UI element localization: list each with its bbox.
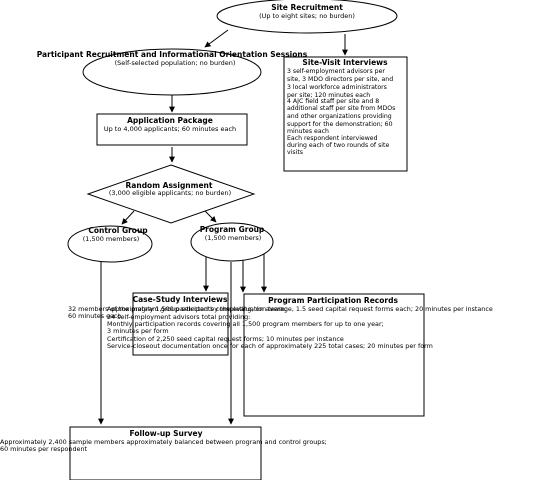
application-title: Application Package	[127, 116, 213, 125]
site-visit-line-3: 3 local workforce administrators	[287, 84, 387, 91]
node-site-recruitment: Site Recruitment (Up to eight sites; no …	[216, 0, 398, 34]
participation-line-2: 24 self-employment advisors total provid…	[107, 313, 250, 321]
control-group-line-1: (1,500 members)	[83, 235, 140, 243]
arrow-site-to-orientation	[204, 29, 229, 48]
application-line-1: Up to 4,000 applicants; 60 minutes each	[104, 125, 236, 133]
follow-up-line-1: Approximately 2,400 sample members appro…	[0, 438, 327, 446]
participation-title: Program Participation Records	[268, 296, 398, 305]
site-visit-line-8: support for the demonstration; 60	[287, 121, 393, 128]
random-assignment-title: Random Assignment	[126, 181, 213, 190]
site-visit-line-1: 3 self-employment advisors per	[287, 68, 385, 75]
orientation-line-1: (Self-selected population; no burden)	[115, 59, 236, 67]
node-application: Application Package Up to 4,000 applican…	[96, 113, 248, 146]
case-study-line-1: 32 members of the program group selected…	[68, 305, 287, 313]
participation-line-5: Certification of 2,250 seed capital requ…	[107, 335, 344, 343]
program-group-line-1: (1,500 members)	[205, 234, 262, 242]
orientation-title: Participant Recruitment and Informationa…	[37, 50, 308, 59]
node-control-group: Control Group (1,500 members)	[67, 225, 153, 263]
site-visit-line-11: during each of two rounds of site	[287, 142, 389, 149]
participation-line-4: 3 minutes per form	[107, 327, 169, 335]
node-program-group: Program Group (1,500 members)	[190, 222, 274, 262]
site-visit-body: 3 self-employment advisors per site, 3 M…	[287, 68, 397, 156]
site-visit-line-10: Each respondent interviewed	[287, 135, 378, 142]
follow-up-line-2: 60 minutes per respondent	[0, 445, 88, 453]
site-visit-title: Site-Visit Interviews	[302, 58, 388, 67]
site-recruitment-line-1: (Up to eight sites; no burden)	[259, 12, 355, 20]
control-group-title: Control Group	[88, 226, 148, 235]
site-visit-line-2: site, 3 MDO directors per site, and	[287, 76, 393, 83]
arrow-random-to-program	[204, 210, 217, 223]
case-study-line-2: 60 minutes each	[68, 312, 121, 320]
site-visit-line-9: minutes each	[287, 128, 329, 135]
site-visit-line-5: 4 AJC field staff per site and 8	[287, 98, 379, 105]
arrow-random-to-control	[121, 210, 135, 225]
node-follow-up: Follow-up Survey Approximately 2,400 sam…	[0, 426, 327, 480]
node-participation-records: Program Participation Records Approximat…	[107, 293, 495, 417]
program-group-title: Program Group	[200, 225, 265, 234]
site-visit-line-12: visits	[287, 149, 303, 156]
case-study-title: Case-Study Interviews	[133, 295, 228, 304]
site-recruitment-title: Site Recruitment	[271, 3, 343, 12]
site-visit-line-4: per site; 120 minutes each	[287, 92, 370, 99]
participation-line-1: Approximately 1,500 participants complet…	[107, 305, 493, 313]
participation-line-3: Monthly participation records covering a…	[107, 320, 384, 328]
connectors	[98, 29, 348, 425]
node-random-assignment: Random Assignment (3,000 eligible applic…	[86, 164, 256, 224]
follow-up-title: Follow-up Survey	[130, 429, 203, 438]
node-site-visit: Site-Visit Interviews 3 self-employment …	[283, 56, 408, 172]
node-orientation: Participant Recruitment and Informationa…	[37, 48, 308, 96]
participation-line-6: Service-closeout documentation once for …	[107, 342, 433, 350]
random-assignment-line-1: (3,000 eligible applicants; no burden)	[109, 189, 231, 197]
node-case-study: Case-Study Interviews 32 members of the …	[68, 292, 287, 356]
participation-body: Approximately 1,500 participants complet…	[107, 305, 495, 350]
site-visit-line-7: and other organizations providing	[287, 113, 392, 120]
site-visit-line-6: additional staff per site from MDOs	[287, 105, 395, 112]
